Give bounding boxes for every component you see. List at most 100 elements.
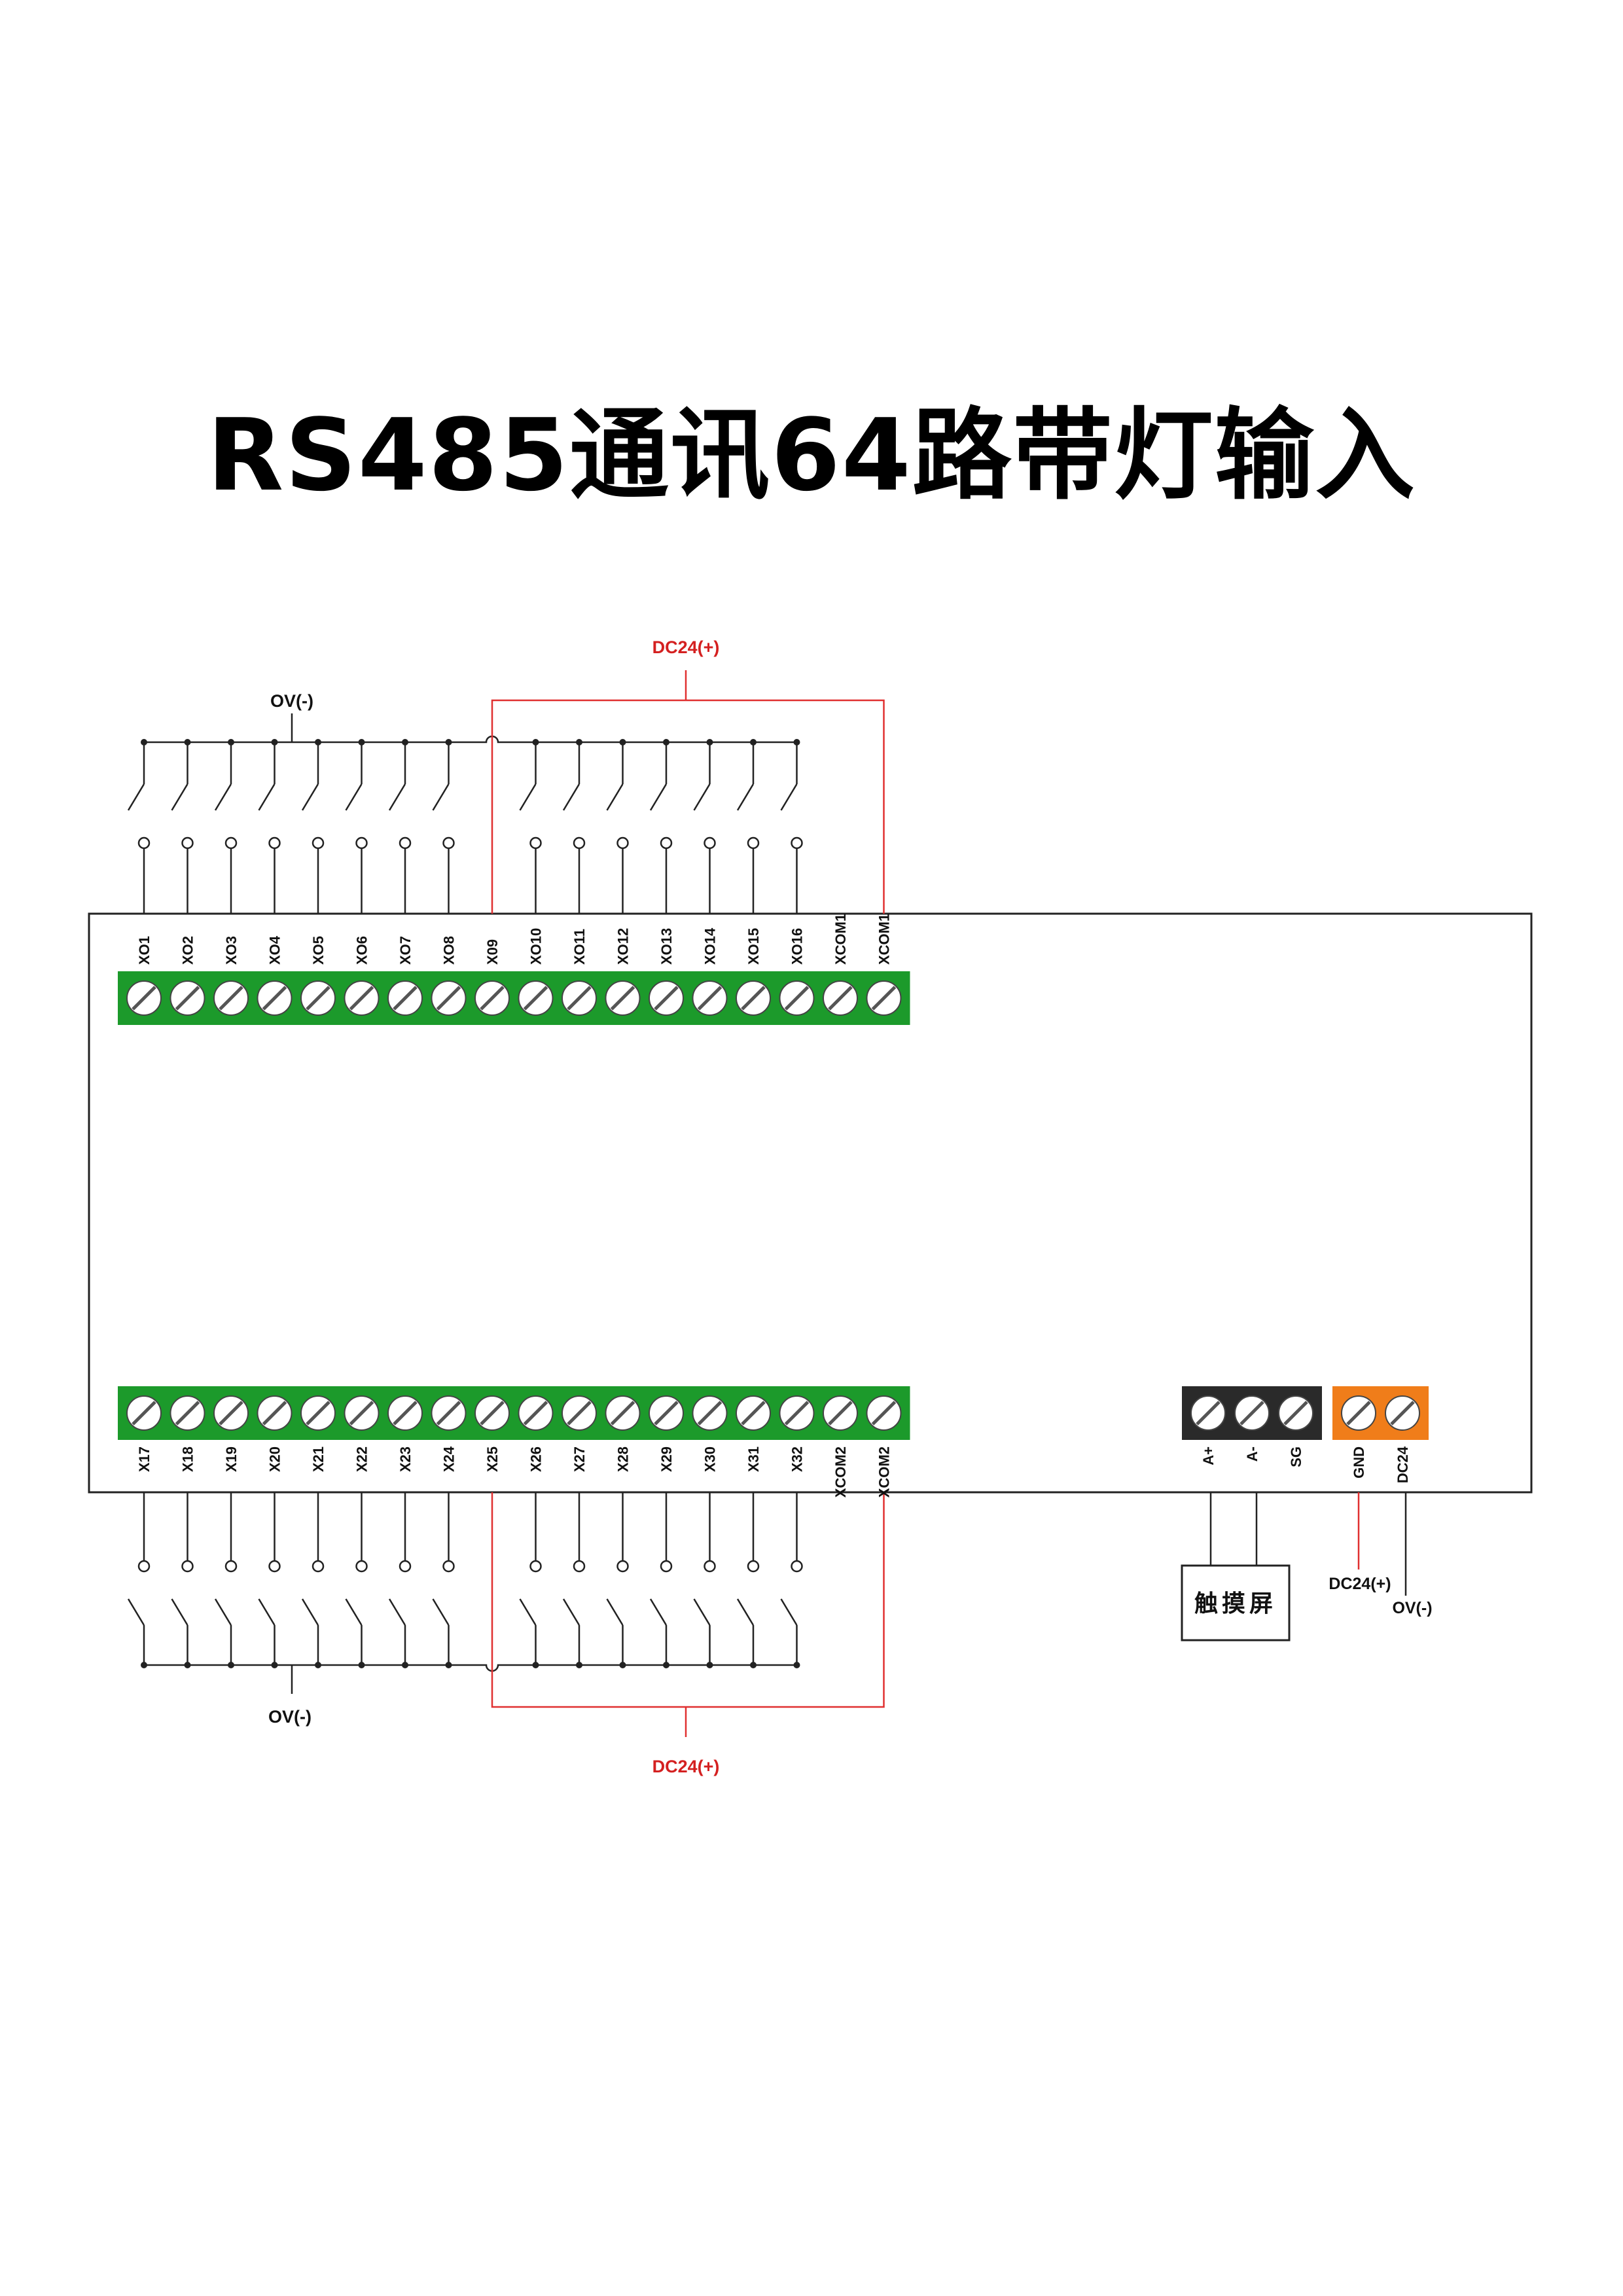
top-switch-icon bbox=[171, 783, 188, 811]
top-contact-icon bbox=[224, 836, 238, 850]
top-common-label: OV(-) bbox=[270, 691, 313, 711]
bottom-terminal-label: X27 bbox=[571, 1446, 588, 1472]
bottom-contact-icon bbox=[268, 1560, 281, 1573]
top-contact-icon bbox=[747, 836, 760, 850]
bottom-terminal-screw-slot bbox=[393, 1401, 418, 1426]
top-contact-icon bbox=[137, 836, 151, 850]
top-terminal-label: XCOM1 bbox=[876, 914, 893, 965]
bottom-contact-icon bbox=[791, 1560, 803, 1573]
bottom-switch-icon bbox=[301, 1598, 319, 1626]
bottom-switch-icon bbox=[519, 1598, 537, 1626]
bottom-terminal-screw-slot bbox=[654, 1401, 679, 1426]
top-contact-icon bbox=[399, 836, 412, 850]
top-switch-icon bbox=[562, 783, 580, 811]
bottom-contact-icon bbox=[224, 1560, 238, 1573]
bottom-switch-icon bbox=[736, 1598, 755, 1626]
bottom-supply-label: DC24(+) bbox=[652, 1757, 720, 1776]
bottom-terminal-screw-slot bbox=[436, 1401, 461, 1426]
bottom-switch-icon bbox=[345, 1598, 363, 1626]
power-terminal-screw-slot bbox=[1346, 1401, 1371, 1426]
top-contact-icon bbox=[616, 836, 629, 850]
bottom-terminal-label: XCOM2 bbox=[876, 1446, 893, 1498]
power-plus-label: DC24(+) bbox=[1329, 1575, 1391, 1593]
bottom-terminal-screw-slot bbox=[784, 1401, 810, 1426]
bottom-switch-icon bbox=[214, 1598, 232, 1626]
touchscreen-box bbox=[1181, 1564, 1291, 1641]
bottom-terminal-block-body bbox=[118, 1386, 910, 1440]
module-enclosure bbox=[88, 912, 1533, 1494]
top-contact-icon bbox=[442, 836, 455, 850]
top-terminal-screw-slot bbox=[610, 986, 635, 1011]
bottom-terminal-label: XCOM2 bbox=[832, 1446, 849, 1498]
bottom-contact-icon bbox=[399, 1560, 412, 1573]
bottom-terminal-screw-slot bbox=[741, 1401, 766, 1426]
bottom-terminal-block bbox=[118, 1386, 910, 1440]
top-switch-icon bbox=[345, 783, 363, 811]
top-terminal-screw-slot bbox=[828, 986, 853, 1011]
top-terminal-label: XO10 bbox=[528, 928, 544, 965]
top-terminal-label: X09 bbox=[484, 939, 501, 965]
bottom-terminal-label: X24 bbox=[441, 1446, 457, 1472]
top-supply-wire bbox=[491, 699, 885, 914]
bottom-terminal-screw-slot bbox=[306, 1401, 330, 1426]
top-terminal-label: XO11 bbox=[571, 929, 588, 965]
bottom-contact-icon bbox=[616, 1560, 629, 1573]
top-switch-icon bbox=[519, 783, 537, 811]
top-terminal-screw-slot bbox=[567, 986, 592, 1011]
bottom-terminal-screw-slot bbox=[262, 1401, 287, 1426]
top-switch-icon bbox=[214, 783, 232, 811]
power-terminal-label: DC24 bbox=[1395, 1446, 1411, 1483]
bottom-contact-icon bbox=[355, 1560, 368, 1573]
bottom-terminal-label: X28 bbox=[615, 1446, 632, 1472]
bottom-contact-icon bbox=[181, 1560, 194, 1573]
power-minus-label: OV(-) bbox=[1392, 1599, 1432, 1617]
top-switch-icon bbox=[649, 783, 668, 811]
top-contact-icon bbox=[791, 836, 803, 850]
bottom-switch-icon bbox=[693, 1598, 711, 1626]
bottom-switch-icon bbox=[127, 1598, 145, 1626]
top-terminal-screw-slot bbox=[306, 986, 330, 1011]
bottom-terminal-label: X20 bbox=[267, 1446, 283, 1472]
top-terminal-screw-slot bbox=[436, 986, 461, 1011]
bottom-contact-icon bbox=[442, 1560, 455, 1573]
bottom-terminal-screw-slot bbox=[349, 1401, 374, 1426]
rs485-terminal-label: A- bbox=[1244, 1446, 1260, 1462]
bottom-switch-icon bbox=[171, 1598, 188, 1626]
top-terminal-screw-slot bbox=[480, 986, 505, 1011]
top-terminal-label: XO12 bbox=[615, 928, 632, 965]
top-terminal-label: XO2 bbox=[180, 936, 196, 965]
bottom-contact-icon bbox=[660, 1560, 673, 1573]
power-terminal-screw-slot bbox=[1390, 1401, 1415, 1426]
rs485-terminal-label: A+ bbox=[1200, 1446, 1217, 1465]
bottom-contact-icon bbox=[137, 1560, 151, 1573]
bottom-switch-icon bbox=[606, 1598, 624, 1626]
touchscreen-label: 触摸屏 bbox=[1194, 1590, 1277, 1617]
top-switch-icon bbox=[258, 783, 276, 811]
top-switch-icon bbox=[780, 783, 798, 811]
bottom-terminal-label: X19 bbox=[223, 1446, 240, 1472]
top-contact-icon bbox=[529, 836, 542, 850]
top-terminal-label: XO1 bbox=[136, 936, 152, 965]
top-terminal-label: XCOM1 bbox=[832, 914, 849, 965]
top-terminal-block-body bbox=[118, 971, 910, 1025]
bottom-terminal-label: X29 bbox=[658, 1446, 675, 1472]
bottom-terminal-label: X21 bbox=[310, 1446, 327, 1472]
top-terminal-label: XO5 bbox=[310, 936, 327, 965]
bottom-common-label: OV(-) bbox=[268, 1707, 312, 1727]
bottom-terminal-label: X23 bbox=[397, 1446, 414, 1472]
top-terminal-screw-slot bbox=[219, 986, 243, 1011]
rs485-connection: A+ A- SG bbox=[1182, 1386, 1322, 1566]
top-terminal-label: XO7 bbox=[397, 936, 414, 965]
top-switch-icon bbox=[693, 783, 711, 811]
bottom-terminal-screw-slot bbox=[523, 1401, 548, 1426]
bottom-terminal-label: X32 bbox=[789, 1446, 806, 1472]
top-terminal-label: XO13 bbox=[658, 928, 675, 965]
top-terminal-screw-slot bbox=[784, 986, 810, 1011]
bottom-terminal-label: X25 bbox=[484, 1446, 501, 1472]
bottom-terminal-screw-slot bbox=[175, 1401, 200, 1426]
bottom-switch-icon bbox=[780, 1598, 798, 1626]
top-terminal-screw-slot bbox=[523, 986, 548, 1011]
rs485-terminal-label: SG bbox=[1288, 1446, 1304, 1467]
